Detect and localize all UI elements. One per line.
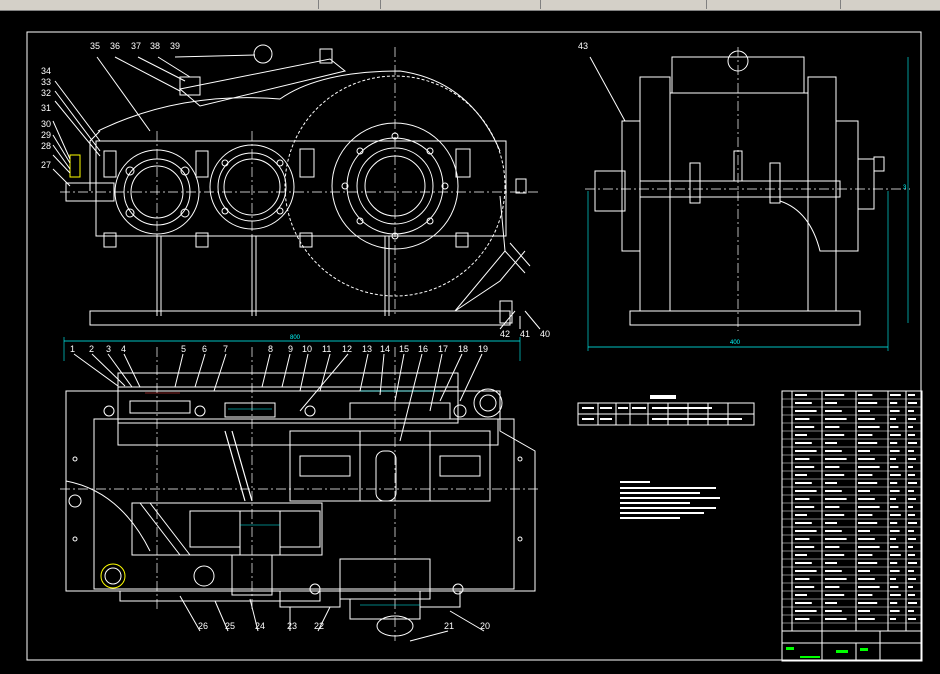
callout-label: 5 bbox=[181, 344, 186, 354]
toolbar-button[interactable] bbox=[50, 0, 64, 8]
cad-toolbar bbox=[0, 0, 940, 11]
callout-label: 34 bbox=[41, 66, 51, 76]
dimension-text: 400 bbox=[730, 340, 741, 346]
callout-label: 37 bbox=[131, 41, 141, 51]
technical-notes bbox=[620, 481, 720, 519]
dimension-text: 800 bbox=[290, 335, 301, 341]
callout-label: 24 bbox=[255, 621, 265, 631]
front-view bbox=[52, 44, 541, 330]
callout-label: 11 bbox=[322, 344, 331, 354]
cad-drawing-canvas[interactable]: 35 36 37 38 39 34 33 32 31 30 29 28 27 4… bbox=[0, 11, 940, 674]
callout-label: 4 bbox=[121, 344, 126, 354]
plan-callouts-bottom: 26 25 24 23 22 21 20 bbox=[198, 621, 490, 631]
callout-label: 9 bbox=[288, 344, 293, 354]
callout-label: 20 bbox=[480, 621, 490, 631]
callout-label: 2 bbox=[89, 344, 94, 354]
callout-label: 16 bbox=[418, 344, 428, 354]
callout-label: 30 bbox=[41, 119, 51, 129]
callout-label: 35 bbox=[90, 41, 100, 51]
callout-label: 40 bbox=[540, 329, 550, 339]
callout-label: 1 bbox=[70, 344, 75, 354]
callout-label: 22 bbox=[314, 621, 324, 631]
drawing-frame bbox=[26, 31, 922, 661]
toolbar-button[interactable] bbox=[350, 0, 364, 8]
callout-label: 13 bbox=[362, 344, 372, 354]
callout-label: 36 bbox=[110, 41, 120, 51]
callout-label: 33 bbox=[41, 77, 51, 87]
parts-list-table bbox=[781, 390, 923, 662]
callout-label: 12 bbox=[342, 344, 352, 354]
callout-label: 6 bbox=[202, 344, 207, 354]
plan-callouts-top: 1 2 3 4 5 6 7 8 9 10 11 12 13 14 15 16 1… bbox=[70, 344, 488, 354]
front-callouts: 35 36 37 38 39 34 33 32 31 30 29 28 27 4… bbox=[41, 41, 588, 339]
dimension-text: 3 bbox=[903, 185, 907, 191]
callout-label: 25 bbox=[225, 621, 235, 631]
plan-view bbox=[60, 337, 540, 642]
callout-label: 21 bbox=[444, 621, 454, 631]
callout-label: 28 bbox=[41, 141, 51, 151]
callout-label: 19 bbox=[478, 344, 488, 354]
side-view bbox=[585, 47, 910, 351]
callout-label: 43 bbox=[578, 41, 588, 51]
toolbar-button[interactable] bbox=[66, 0, 80, 8]
callout-label: 15 bbox=[399, 344, 409, 354]
toolbar-button[interactable] bbox=[34, 0, 48, 8]
callout-label: 31 bbox=[41, 103, 51, 113]
callout-label: 38 bbox=[150, 41, 160, 51]
toolbar-button[interactable] bbox=[82, 0, 96, 8]
callout-label: 42 bbox=[500, 329, 510, 339]
callout-label: 29 bbox=[41, 130, 51, 140]
callout-label: 10 bbox=[302, 344, 312, 354]
callout-label: 41 bbox=[520, 329, 530, 339]
toolbar-button[interactable] bbox=[2, 0, 16, 8]
callout-label: 7 bbox=[223, 344, 228, 354]
toolbar-button[interactable] bbox=[326, 0, 340, 8]
callout-label: 26 bbox=[198, 621, 208, 631]
title-block-accents bbox=[786, 647, 868, 658]
callout-label: 32 bbox=[41, 88, 51, 98]
callout-label: 14 bbox=[380, 344, 390, 354]
callout-label: 27 bbox=[41, 160, 51, 170]
technical-spec-table bbox=[577, 395, 755, 426]
toolbar-button[interactable] bbox=[18, 0, 32, 8]
callout-label: 23 bbox=[287, 621, 297, 631]
callout-label: 8 bbox=[268, 344, 273, 354]
callout-label: 18 bbox=[458, 344, 468, 354]
callout-label: 39 bbox=[170, 41, 180, 51]
callout-label: 17 bbox=[438, 344, 448, 354]
callout-label: 3 bbox=[106, 344, 111, 354]
